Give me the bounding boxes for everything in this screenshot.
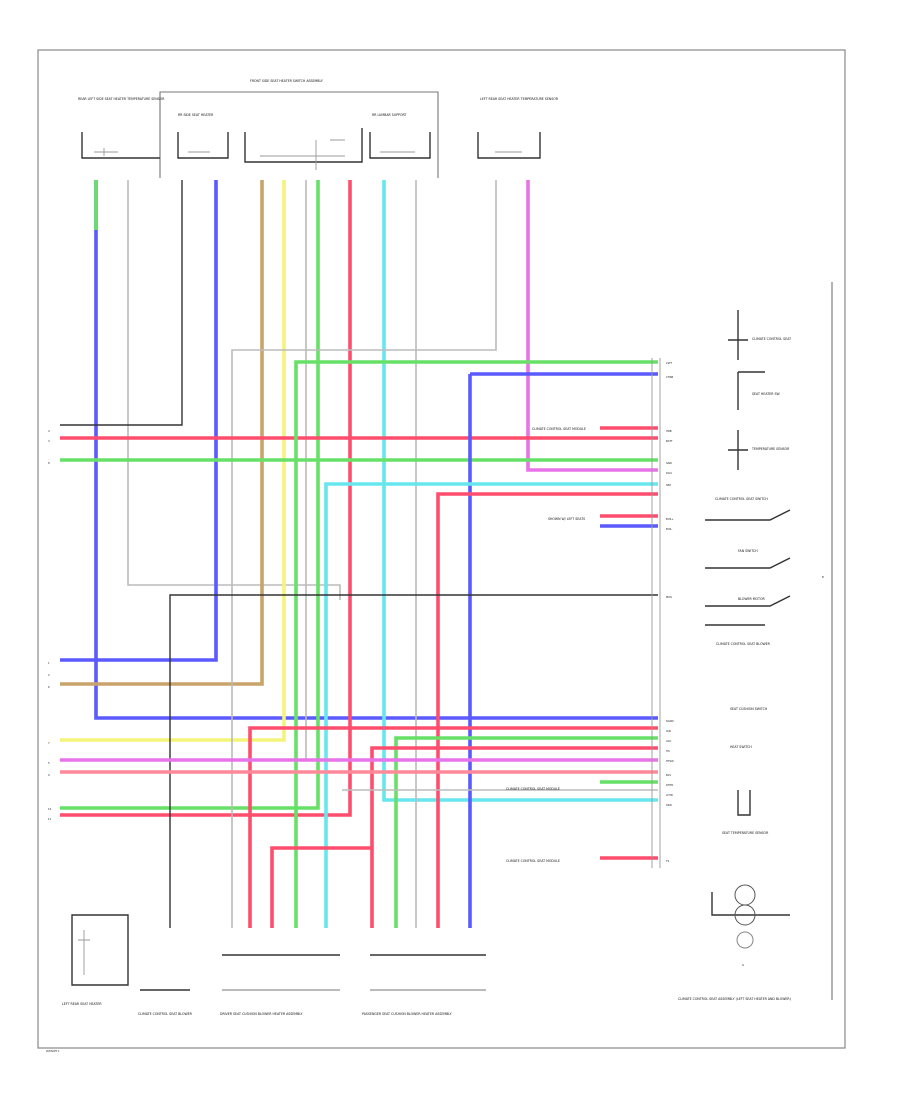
- row-num-3: 1: [48, 661, 50, 665]
- wire-blue-left: [94, 180, 658, 720]
- legend-8: HEAT SWITCH: [730, 745, 752, 749]
- legend-9: SEAT TEMPERATURE SENSOR: [722, 831, 769, 835]
- row-num-1: 3: [48, 439, 50, 443]
- wire-red: [60, 180, 352, 817]
- legend-2: TEMPERATURE SENSOR: [751, 447, 790, 451]
- legend-7: SEAT CUSHION SWITCH: [730, 707, 768, 711]
- row-num-0: 4: [48, 429, 50, 433]
- module-pin-5: DLIS: [666, 471, 672, 475]
- top-label-lumbar: RR LUMBAR SUPPORT: [372, 113, 406, 117]
- top-label-rr-side: RR SIDE SEAT HEATER: [178, 113, 214, 117]
- module-pin-17: LHTR: [666, 793, 673, 797]
- row-num-5: 6: [48, 685, 50, 689]
- module-pin-12: ACC: [666, 739, 672, 743]
- module-pin-1: CHSB: [666, 375, 673, 379]
- module-pin-3: BATT: [666, 439, 673, 443]
- bottom-label-1: CLIMATE CONTROL SEAT BLOWER: [138, 1012, 193, 1016]
- module-pin-11: IGN: [666, 729, 671, 733]
- bottom-components: LEFT REAR SEAT HEATER CLIMATE CONTROL SE…: [62, 914, 486, 1016]
- wire-green: [60, 180, 320, 810]
- module-pin-15: BLS: [666, 773, 671, 777]
- row-num-7: 5: [48, 761, 50, 765]
- bottom-label-0: LEFT REAR SEAT HEATER: [62, 1002, 102, 1006]
- legend-10: CLIMATE CONTROL SEAT ASSEMBLY (LEFT SEAT…: [678, 997, 791, 1001]
- module-pin-16: RHTR: [666, 783, 673, 787]
- diagram-frame: [37, 49, 846, 1049]
- mid-label-2: SHOWN W/ LEFT SEATS: [548, 517, 585, 521]
- top-label-switch-assembly: FRONT SIDE SEAT HEATER SWITCH ASSEMBLY: [250, 79, 323, 83]
- wire-yellow: [60, 180, 286, 742]
- wire-magenta: [526, 180, 658, 472]
- ground-label: G: [742, 963, 744, 967]
- module-pin-9: MOS: [666, 595, 672, 599]
- wire-cyan: [382, 180, 658, 802]
- footer-ref: W/DSWT 1: [46, 1049, 60, 1053]
- mid-label-4: CLIMATE CONTROL SEAT MODULE: [506, 859, 560, 863]
- row-num-9: 10: [48, 807, 52, 811]
- module-pin-13: HS: [666, 749, 670, 753]
- legend-3: CLIMATE CONTROL SEAT SWITCH: [715, 497, 768, 501]
- module-pin-0: LSFT: [666, 361, 673, 365]
- mid-label-3: CLIMATE CONTROL SEAT MODULE: [506, 787, 560, 791]
- module-pin-8: BUS-: [666, 527, 672, 531]
- right-legend: B CLIMATE CONTROL SEAT SEAT HEATER SW TE…: [678, 282, 833, 1001]
- row-num-8: 9: [48, 773, 50, 777]
- module-pin-2: HRB: [666, 429, 672, 433]
- module-pin-7: BUS+: [666, 517, 674, 521]
- top-component-labels: REAR LEFT SIDE SEAT HEATER TEMPERATURE S…: [78, 79, 559, 117]
- left-row-numbers: 4 3 8 1 2 6 7 5 9 10 11: [48, 429, 52, 821]
- module-pin-6: SPD: [666, 483, 671, 487]
- top-components: [81, 91, 541, 178]
- module-pin-18: SSW: [666, 803, 672, 807]
- row-num-6: 7: [48, 741, 50, 745]
- row-num-2: 8: [48, 461, 50, 465]
- vertical-wires: [60, 180, 658, 928]
- module-pin-14: HTSW: [666, 759, 674, 763]
- right-bar-label: B: [822, 575, 824, 579]
- row-num-4: 2: [48, 673, 50, 677]
- legend-1: SEAT HEATER SW: [752, 392, 780, 396]
- control-module: LSFT CHSB HRB BATT GND DLIS SPD BUS+ BUS…: [651, 358, 674, 868]
- legend-0: CLIMATE CONTROL SEAT: [752, 337, 791, 341]
- legend-5: BLOWER MOTOR: [738, 597, 765, 601]
- legend-6: CLIMATE CONTROL SEAT BLOWER: [716, 642, 771, 646]
- wire-tan: [60, 180, 264, 686]
- top-label-rear-left: REAR LEFT SIDE SEAT HEATER TEMPERATURE S…: [78, 97, 165, 101]
- bottom-label-2: DRIVER SEAT CUSHION BLOWER HEATER ASSEMB…: [220, 1012, 303, 1016]
- bottom-label-3: PASSENGER SEAT CUSHION BLOWER HEATER ASS…: [362, 1012, 452, 1016]
- module-pin-10: SGND: [666, 719, 674, 723]
- module-pin-19: TS: [666, 859, 670, 863]
- row-num-10: 11: [48, 817, 52, 821]
- mid-label-1: CLIMATE CONTROL SEAT MODULE: [532, 427, 586, 431]
- top-label-left-rear-sensor: LEFT REAR SEAT HEATER TEMPERATURE SENSOR: [480, 97, 559, 101]
- module-pin-4: GND: [666, 461, 672, 465]
- horizontal-wires: [60, 360, 658, 928]
- legend-4: FAN SWITCH: [738, 549, 758, 553]
